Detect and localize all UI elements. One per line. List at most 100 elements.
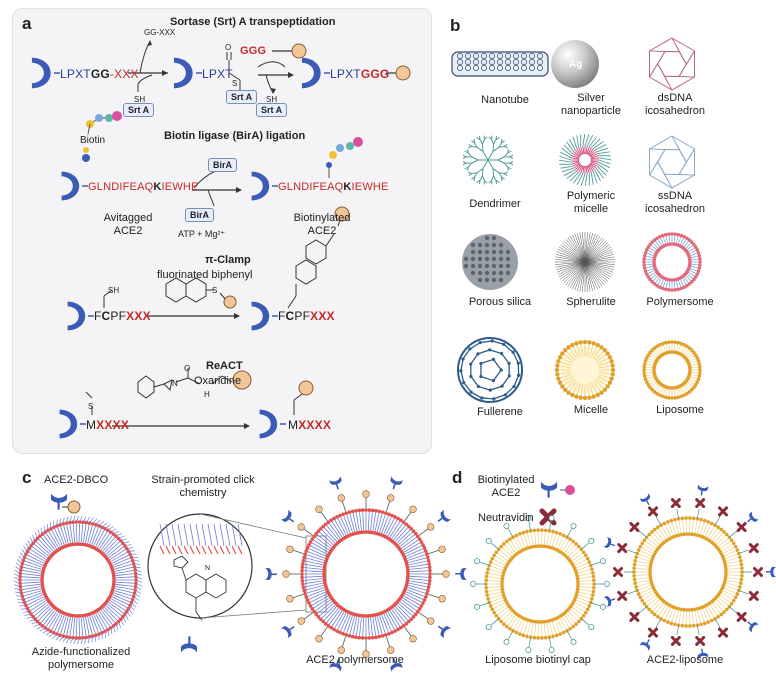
ace2-protein-icon [31,57,51,89]
react-o: O [184,364,191,373]
sortase-title: Sortase (Srt) A transpeptidation [170,16,336,28]
polymersome-shape [642,232,702,292]
srt-a-enzyme-box: Srt A [256,103,288,117]
nanotube-shape [451,51,549,77]
panel-b-item-label: ssDNA icosahedron [645,190,705,215]
ace2-icon [603,537,617,551]
panel-b-item-label: Spherulite [566,296,616,308]
sortase-sh: SH [266,95,278,104]
ace2-protein-icon [173,57,193,89]
panel-b-item-label: Dendrimer [469,198,521,210]
panel-a-background [12,8,432,454]
biotinylated-ace2-label: Biotinylated ACE2 [477,474,535,499]
dsdna-icosahedron-shape [648,37,696,91]
ace2-icon [455,568,467,580]
ace2-protein-icon [301,57,321,89]
birA-reaction [61,111,363,207]
react-reagent: Oxaridine [194,375,242,387]
ace2-icon [387,476,403,491]
silver-nanoparticle-shape [551,40,599,88]
panel-b-item-label: dsDNA icosahedron [645,92,705,117]
srt-a-enzyme-box: Srt A [123,103,155,117]
ggg-nucleophile: GGG [240,45,267,57]
liposome-shape [642,340,702,400]
biotinylated-ace2-icon [540,481,558,498]
piclamp-seq-left: FCPFXXX [94,309,151,323]
piclamp-sh: SH [108,286,120,295]
react-seq-right: MXXXX [288,418,332,432]
ace2-protein-icon [251,171,270,201]
bira-enzyme-box: BirA [185,208,215,222]
micelle-shape [554,339,616,401]
panel-d-label: d [452,468,463,487]
react-n: N [172,379,178,388]
ace2-protein-icon [251,301,270,331]
liposome-biotinyl-caption: Liposome biotinyl cap [485,654,591,666]
sortase-sh: SH [134,95,146,104]
ace2-icon [639,493,654,508]
panel-b-item-label: Nanotube [481,94,529,106]
react-reaction [59,368,314,439]
srt-a-enzyme-box: Srt A [226,90,258,104]
ace2-icon [434,621,452,639]
ace2-protein-icon [61,171,80,201]
panel-b-item-label: Polymeric micelle [566,190,616,215]
ace2-protein-icon [59,409,78,439]
react-seq-left: MXXXX [86,418,130,432]
bira-enzyme-box: BirA [208,158,238,172]
sortase-seq1: LPXTGG-XXX [60,67,139,81]
click-chemistry-label: Strain-promoted click chemistry [151,474,255,499]
ace2-icon [696,484,709,497]
ace2-icon [329,476,345,491]
silver-badge: Ag [569,59,583,70]
panel-b-label: b [450,16,461,35]
panel-c-graphics [13,476,467,672]
ace2-icon [639,636,654,651]
ace2-protein-icon [67,301,86,331]
panel-b-item-label: Fullerene [477,406,523,418]
panel-b-item-label: Micelle [573,404,609,416]
piclamp-reaction [67,206,350,331]
piclamp-s: S [212,286,218,295]
neutravidin-icon [539,508,557,526]
ace2-icon [434,509,452,527]
triazole-n: N [205,565,211,572]
react-title: ReACT [206,360,243,372]
porous-silica-shape [462,234,518,290]
biotin-label: Biotin [80,135,106,146]
polymeric-micelle-shape [558,133,612,187]
react-h: H [204,390,210,399]
bira-title: Biotin ligase (BirA) ligation [164,130,306,142]
ace2-dbco-label: ACE2-DBCO [44,474,109,486]
avitagged-caption: Avitagged ACE2 [103,212,153,237]
ace2-icon [180,636,198,653]
ace2-protein-icon [259,409,278,439]
ssdna-icosahedron-shape [648,135,696,189]
dendrimer-shape [462,135,514,185]
fullerene-shape [457,337,523,403]
sortase-seq3: LPXTGGG [330,67,390,81]
piclamp-seq-right: FCPFXXX [278,309,335,323]
ace2-icon [280,509,298,527]
panel-b-item-label: Polymersome [646,296,714,308]
thioester-o: O [225,43,232,52]
panel-c-label: c [22,468,32,487]
panel-d-graphics [469,481,776,660]
biotinylated-seq: GLNDIFEAQKIEWHE [278,181,389,193]
panel-b-item-label: Liposome [656,404,704,416]
panel-b-item-label: Porous silica [468,296,532,308]
azide-polymersome-caption: Azide-functionalized polymersome [31,646,131,671]
thioester-s: S [232,79,238,88]
ace2-icon [765,566,776,578]
ace2-icon [265,568,277,580]
sortase-reaction [31,40,411,94]
biotinylated-caption: Biotinylated ACE2 [293,212,351,237]
piclamp-reagent: fluorinated biphenyl [157,269,253,281]
ace2-liposome-caption: ACE2-liposome [646,654,724,666]
panel-a-label: a [22,14,32,33]
piclamp-title: π-Clamp [205,254,251,266]
react-s: S [88,402,94,411]
sortase-seq2: LPXT [202,67,233,81]
avitag-seq: GLNDIFEAQKIEWHE [88,181,199,193]
panel-b-item-label: Silver nanoparticle [561,92,621,117]
